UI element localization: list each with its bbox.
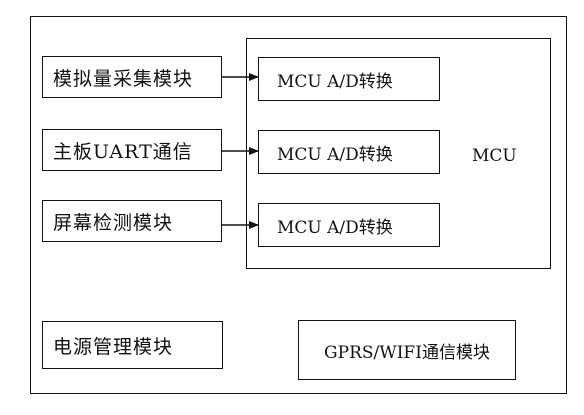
analog-acquisition-module: 模拟量采集模块 — [42, 56, 222, 98]
ad-converter-2-label: MCU A/D转换 — [277, 144, 393, 165]
screen-detection-module: 屏幕检测模块 — [42, 200, 222, 242]
uart-communication-module: 主板UART通信 — [42, 129, 222, 171]
ad-converter-3: MCU A/D转换 — [258, 203, 440, 247]
uart-communication-module-label: 主板UART通信 — [53, 140, 193, 163]
screen-detection-module-label: 屏幕检测模块 — [53, 211, 174, 234]
ad-converter-1: MCU A/D转换 — [258, 57, 440, 101]
ad-converter-3-label: MCU A/D转换 — [277, 217, 393, 238]
analog-acquisition-module-label: 模拟量采集模块 — [53, 67, 194, 90]
gprs-wifi-communication-module: GPRS/WIFI通信模块 — [298, 320, 516, 380]
ad-converter-1-label: MCU A/D转换 — [277, 71, 393, 92]
gprs-wifi-communication-module-label: GPRS/WIFI通信模块 — [324, 342, 490, 363]
mcu-label: MCU — [472, 146, 517, 166]
power-management-module: 电源管理模块 — [42, 321, 223, 369]
power-management-module-label: 电源管理模块 — [53, 335, 174, 358]
ad-converter-2: MCU A/D转换 — [258, 130, 440, 174]
